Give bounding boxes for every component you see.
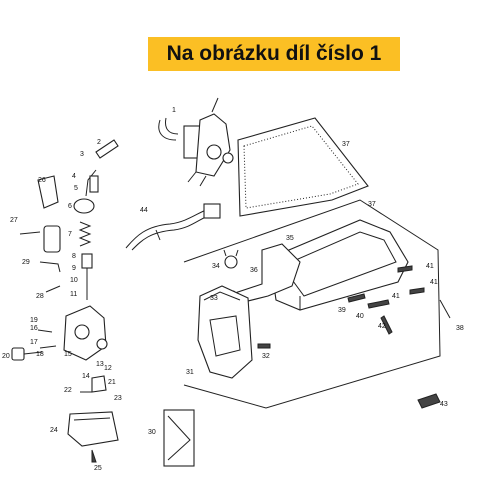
part-number-labels: 1 2 3 4 5 6 7 8 9 10 11 12 13 14 15 16 1… [2, 107, 464, 472]
label-part-43: 43 [440, 401, 448, 408]
wiring-harness [125, 203, 221, 251]
label-part-30: 30 [148, 429, 156, 436]
label-part-12: 12 [104, 365, 112, 372]
label-part-41-a: 41 [426, 263, 434, 270]
label-part-36: 36 [250, 267, 258, 274]
label-part-34: 34 [212, 263, 220, 270]
label-part-21: 21 [108, 379, 116, 386]
label-part-28: 28 [36, 293, 44, 300]
label-part-41-c: 41 [392, 293, 400, 300]
label-part-26: 26 [38, 177, 46, 184]
label-part-10: 10 [70, 277, 78, 284]
label-part-20: 20 [2, 353, 10, 360]
label-part-31: 31 [186, 369, 194, 376]
label-part-40: 40 [356, 313, 364, 320]
label-part-18: 18 [36, 351, 44, 358]
label-part-1: 1 [172, 107, 176, 114]
label-part-17: 17 [30, 339, 38, 346]
label-part-2: 2 [97, 139, 101, 146]
label-part-32: 32 [262, 353, 270, 360]
carburetor-exploded-parts [11, 139, 119, 463]
label-part-8: 8 [72, 253, 76, 260]
label-part-4: 4 [72, 173, 76, 180]
label-part-6: 6 [68, 203, 72, 210]
label-part-14: 14 [82, 373, 90, 380]
banner-text: Na obrázku díl číslo 1 [166, 42, 382, 65]
label-part-37-lower: 37 [368, 201, 376, 208]
label-part-24: 24 [50, 427, 58, 434]
hose-clamp [223, 249, 239, 269]
label-part-3: 3 [80, 151, 84, 158]
air-box-housing [269, 219, 409, 311]
label-part-7: 7 [68, 231, 72, 238]
label-part-15: 15 [64, 351, 72, 358]
label-part-29: 29 [22, 259, 30, 266]
label-part-9: 9 [72, 265, 76, 272]
label-part-13: 13 [96, 361, 104, 368]
label-part-23: 23 [114, 395, 122, 402]
label-part-44: 44 [140, 207, 148, 214]
air-filter-element [237, 117, 369, 217]
small-bracket [417, 393, 441, 409]
label-part-39: 39 [338, 307, 346, 314]
label-part-16: 16 [30, 325, 38, 332]
label-part-19: 19 [30, 317, 38, 324]
carburetor-assembly-top [158, 97, 234, 187]
label-part-33: 33 [210, 295, 218, 302]
label-part-22: 22 [64, 387, 72, 394]
gasket-card [163, 409, 195, 467]
air-filter-group-outline [183, 199, 451, 409]
label-part-27: 27 [10, 217, 18, 224]
label-part-35: 35 [286, 235, 294, 242]
label-part-37-upper: 37 [342, 141, 350, 148]
screws [257, 265, 425, 349]
intake-cover [197, 285, 253, 379]
label-part-11: 11 [70, 291, 77, 298]
label-part-38: 38 [456, 325, 464, 332]
label-part-5: 5 [74, 185, 78, 192]
part-number-banner: Na obrázku díl číslo 1 [148, 37, 400, 71]
label-part-42: 42 [378, 323, 386, 330]
label-part-41-b: 41 [430, 279, 438, 286]
label-part-25: 25 [94, 465, 102, 472]
